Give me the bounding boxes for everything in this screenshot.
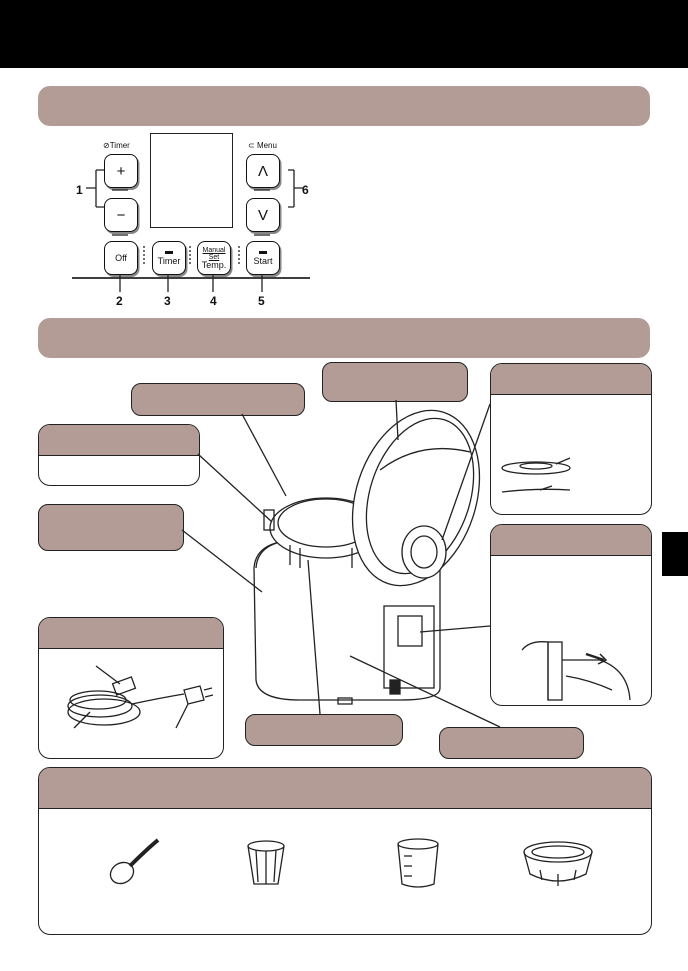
display-screen [150, 133, 233, 228]
callout-inner-pot-label [38, 504, 184, 551]
power-cord-icon [67, 665, 214, 729]
menu-label: ⊂ Menu [248, 141, 277, 150]
callout-number-5: 5 [258, 294, 265, 308]
rice-cooker-illustration [253, 409, 481, 705]
off-button[interactable]: Off [104, 241, 138, 275]
callout-body-label [439, 727, 584, 759]
timer-button[interactable]: Timer [152, 241, 186, 275]
menu-up-button[interactable]: Λ [246, 154, 280, 188]
manual-set-temp-button[interactable]: Manual Set Temp. [197, 241, 231, 275]
menu-icon: ⊂ [248, 141, 257, 150]
callout-heating-plate-label [245, 714, 403, 746]
indicator-light-icon [259, 250, 267, 254]
callout-condensation-collector [490, 524, 652, 706]
callout-number-4: 4 [210, 294, 217, 308]
callout-number-2: 2 [116, 294, 123, 308]
measuring-cup-icon [397, 838, 439, 888]
control-panel-leaders [72, 169, 310, 292]
indicator-light-icon [165, 250, 173, 254]
header-bar [0, 0, 688, 68]
minus-button[interactable]: − [104, 198, 138, 232]
timer-label: ⊘Timer [103, 141, 130, 150]
callout-number-6: 6 [302, 183, 309, 197]
callout-number-3: 3 [164, 294, 171, 308]
rice-scoop-icon [109, 838, 160, 885]
start-button[interactable]: Start [246, 241, 280, 275]
callout-lid-label [322, 362, 468, 402]
control-panel-section-band [38, 86, 650, 126]
strainer-basket-icon [247, 840, 285, 885]
section-tab-marker [662, 532, 688, 576]
steam-vent-parts [501, 457, 571, 493]
part-leader-lines [181, 399, 501, 728]
menu-down-button[interactable]: V [246, 198, 280, 232]
clock-icon: ⊘ [103, 141, 110, 150]
steaming-tray-icon [523, 841, 593, 886]
parts-section-band [38, 318, 650, 358]
condensation-collector-illustration [521, 641, 631, 701]
callout-inner-lid-label [131, 383, 305, 416]
plus-button[interactable]: + [104, 154, 138, 188]
callout-number-1: 1 [76, 183, 83, 197]
callout-lid-release [38, 424, 200, 486]
callout-steam-vent [490, 363, 652, 515]
